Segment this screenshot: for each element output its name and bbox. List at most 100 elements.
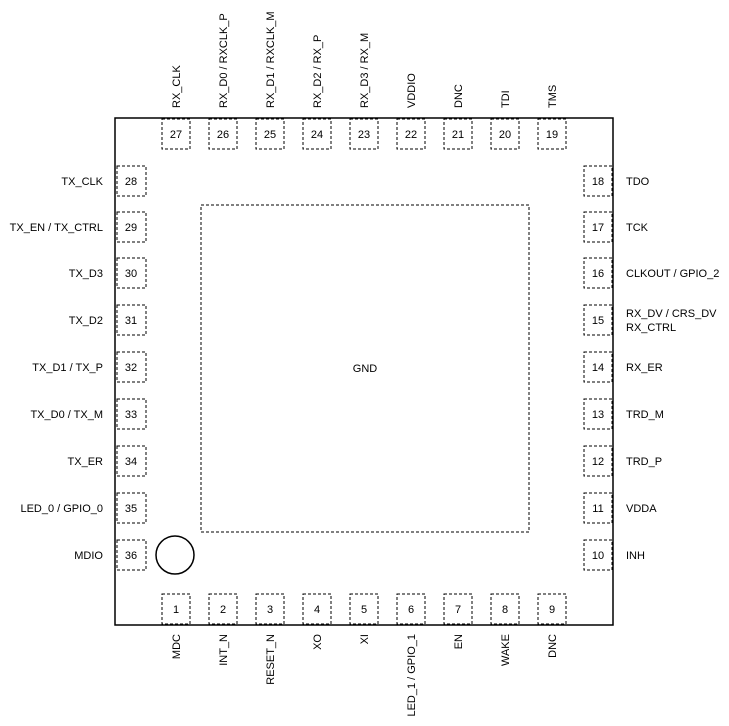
pin-label: MDIO — [74, 550, 103, 562]
pin-label: TX_D2 — [69, 315, 103, 327]
pin-pad — [583, 445, 613, 477]
pin-label: MDC — [171, 634, 183, 659]
pin-pad — [583, 257, 613, 289]
pin-pad — [583, 304, 613, 336]
pin-pad — [537, 118, 567, 150]
pin-number: 34 — [125, 456, 137, 468]
pin-17: 17 TCK — [583, 211, 649, 243]
pin-number: 30 — [125, 268, 137, 280]
pin-15: 15 RX_DV / CRS_DV RX_CTRL — [583, 304, 717, 336]
pin-number: 36 — [125, 550, 137, 562]
pin-pad — [116, 539, 147, 571]
pin-number: 3 — [267, 604, 273, 616]
pin-number: 31 — [125, 315, 137, 327]
pin-label: RX_DV / CRS_DV — [626, 308, 717, 320]
pin-number: 10 — [592, 550, 604, 562]
pin-number: 20 — [499, 129, 511, 141]
pin-pad — [116, 211, 147, 243]
pin-label: XO — [312, 634, 324, 650]
pin-number: 22 — [405, 129, 417, 141]
pin-label: CLKOUT / GPIO_2 — [626, 268, 719, 280]
pin-number: 24 — [311, 129, 323, 141]
pin-label: TX_D3 — [69, 268, 103, 280]
pin-label: WAKE — [500, 634, 512, 666]
pin-16: 16 CLKOUT / GPIO_2 — [583, 257, 719, 289]
pin-pad — [396, 118, 426, 150]
pin-7: 7EN — [443, 593, 473, 649]
pin-label: TRD_P — [626, 456, 662, 468]
pin-number: 16 — [592, 268, 604, 280]
pin-number: 25 — [264, 129, 276, 141]
pin-19: 19 TMS — [537, 85, 567, 150]
pin-pad — [116, 492, 147, 524]
pin-number: 32 — [125, 362, 137, 374]
pin-21: 21 DNC — [443, 84, 473, 150]
pin-number: 7 — [455, 604, 461, 616]
thermal-pad-label: GND — [353, 363, 378, 375]
pin-label: TX_EN / TX_CTRL — [10, 222, 103, 234]
pin-number: 9 — [549, 604, 555, 616]
pin-number: 2 — [220, 604, 226, 616]
pin-number: 11 — [592, 503, 603, 515]
pin-20: 20 TDI — [490, 90, 520, 150]
pin-10: 10 INH — [583, 539, 645, 571]
pin-pad — [396, 593, 426, 625]
pin-label: DNC — [547, 634, 559, 658]
pin-number: 21 — [452, 129, 464, 141]
pin-number: 17 — [592, 222, 604, 234]
pin-number: 19 — [546, 129, 558, 141]
package-outline — [114, 117, 614, 626]
pin-label: TDI — [500, 90, 512, 108]
pin-label: TMS — [547, 85, 559, 108]
pin-pad — [302, 593, 332, 625]
pin-number: 35 — [125, 503, 137, 515]
pin-label: TRD_M — [626, 409, 664, 421]
pin-pad — [583, 211, 613, 243]
pin-label: TX_CLK — [61, 176, 103, 188]
pin-pad — [490, 118, 520, 150]
pin-pad — [208, 118, 238, 150]
thermal-pad — [200, 204, 530, 533]
pin-number: 29 — [125, 222, 137, 234]
pin-label: RX_ER — [626, 362, 663, 374]
pin-label: RX_D2 / RX_P — [312, 35, 324, 108]
pin-number: 6 — [408, 604, 414, 616]
pin-pad — [583, 539, 613, 571]
pin-29: 29 TX_EN / TX_CTRL — [10, 211, 147, 243]
pin-pad — [116, 304, 147, 336]
pin-pad — [537, 593, 567, 625]
pin-label: TCK — [626, 222, 649, 234]
pin-number: 15 — [592, 315, 604, 327]
pin-number: 1 — [173, 604, 179, 616]
pin-pad — [349, 118, 379, 150]
pin-pad — [583, 165, 613, 197]
pin-5: 5XI — [349, 593, 379, 644]
pin-label: EN — [453, 634, 465, 649]
pin-number: 27 — [170, 129, 182, 141]
pin-label-line2: RX_CTRL — [626, 322, 676, 334]
pin-label: RX_D3 / RX_M — [359, 33, 371, 108]
pin-number: 4 — [314, 604, 320, 616]
pin-label: DNC — [453, 84, 465, 108]
pin-number: 5 — [361, 604, 367, 616]
pin-label: TDO — [626, 176, 650, 188]
pin-pad — [349, 593, 379, 625]
pin-number: 26 — [217, 129, 229, 141]
pin-36: 36 MDIO — [74, 539, 147, 571]
pin-pad — [208, 593, 238, 625]
pin-label: INH — [626, 550, 645, 562]
pin-pad — [443, 593, 473, 625]
